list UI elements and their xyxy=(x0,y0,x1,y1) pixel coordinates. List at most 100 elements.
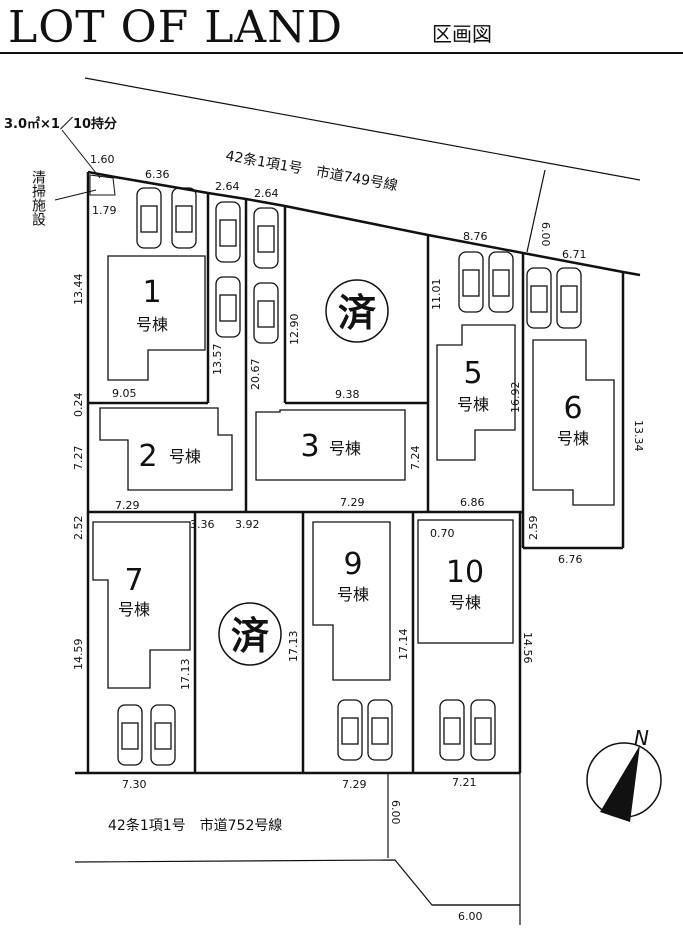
boundaries xyxy=(54,77,641,925)
car-cabin xyxy=(140,205,158,233)
car-cabin xyxy=(154,722,172,750)
road-width-north: 6.00 xyxy=(539,222,552,247)
car-icon xyxy=(439,699,465,761)
car-cabin xyxy=(371,717,389,745)
lot-number: 3 xyxy=(300,429,319,464)
dimension-label: 8.76 xyxy=(463,230,488,243)
dimension-label: 14.56 xyxy=(521,632,534,664)
houses xyxy=(92,255,615,689)
dimension-label: 13.57 xyxy=(211,344,224,376)
dimension-labels: 1.60 1.79 6.36 2.64 2.64 13.44 13.57 20.… xyxy=(72,153,645,791)
lot-labels: 1 号棟 2 号棟 3 号棟 5 号棟 6 号棟 7 号棟 9 号棟 10 号棟 xyxy=(118,275,589,619)
house-footprint-1 xyxy=(107,255,206,381)
lot-number: 7 xyxy=(124,563,143,598)
dimension-label: 9.05 xyxy=(112,387,137,400)
sold-mark: 済 xyxy=(338,291,377,335)
dimension-label: 2.59 xyxy=(527,516,540,541)
sold-mark: 済 xyxy=(231,614,270,658)
lot-number: 5 xyxy=(463,356,482,391)
cleaning-facility-label: 清掃施設 xyxy=(30,170,46,226)
car-cabin xyxy=(462,269,480,297)
car-cabin xyxy=(341,717,359,745)
lot-label: 号棟 xyxy=(136,315,168,334)
road-edge-south xyxy=(74,859,520,906)
car-cabin xyxy=(474,717,492,745)
car-cabin xyxy=(530,285,548,313)
car-cabin xyxy=(175,205,193,233)
dimension-label: 20.67 xyxy=(249,359,262,391)
house-footprint-5 xyxy=(436,324,516,461)
house-footprint-6 xyxy=(532,339,615,506)
lot-label: 号棟 xyxy=(337,585,369,604)
dimension-label: 0.70 xyxy=(430,527,455,540)
car-cabin xyxy=(560,285,578,313)
dimension-label: 7.21 xyxy=(452,776,477,789)
car-icon xyxy=(367,699,393,761)
title-underline xyxy=(0,52,683,54)
dimension-label: 2.64 xyxy=(215,180,240,193)
house-footprint-10 xyxy=(417,519,514,644)
lot-number: 9 xyxy=(343,547,362,582)
compass-label: N xyxy=(634,726,649,750)
sold-marks: 済 済 xyxy=(218,279,389,666)
dimension-label: 6.36 xyxy=(145,168,170,181)
lot-number: 1 xyxy=(142,275,161,310)
dimension-label: 7.30 xyxy=(122,778,147,791)
car-icon xyxy=(470,699,496,761)
house-footprint-3 xyxy=(255,409,406,481)
car-icon xyxy=(215,201,241,263)
dimension-label: 7.24 xyxy=(409,446,422,471)
dimension-label: 14.59 xyxy=(72,639,85,671)
shared-area-note: 3.0㎡×1／10持分 xyxy=(4,116,117,132)
dimension-label: 13.34 xyxy=(632,420,645,452)
parking-spaces xyxy=(117,187,582,766)
car-cabin xyxy=(121,722,139,750)
dimension-label: 1.79 xyxy=(92,204,117,217)
lot-label: 号棟 xyxy=(169,447,201,466)
car-icon xyxy=(488,251,514,313)
page-title: LOT OF LAND xyxy=(8,2,343,53)
car-cabin xyxy=(257,225,275,253)
dimension-label: 9.38 xyxy=(335,388,360,401)
dimension-label: 6.71 xyxy=(562,248,587,261)
lot-label: 号棟 xyxy=(449,593,481,612)
lot-label: 号棟 xyxy=(557,429,589,448)
dimension-label: 2.64 xyxy=(254,187,279,200)
road-label-south: 42条1項1号 市道752号線 xyxy=(108,817,282,834)
dimension-label: 6.86 xyxy=(460,496,485,509)
house-footprint-2 xyxy=(99,407,233,491)
lot-label: 号棟 xyxy=(457,395,489,414)
sold-circle xyxy=(325,279,389,343)
road-width-south: 6.00 xyxy=(389,800,402,825)
car-icon xyxy=(136,187,162,249)
north-arrow-icon: N xyxy=(586,726,662,822)
car-icon xyxy=(337,699,363,761)
car-icon xyxy=(253,282,279,344)
cleaning-facility-area xyxy=(89,174,116,196)
compass-needle xyxy=(600,745,640,822)
car-icon xyxy=(171,187,197,249)
car-cabin xyxy=(443,717,461,745)
car-icon xyxy=(253,207,279,269)
road-width-south-2: 6.00 xyxy=(458,910,483,923)
dimension-label: 17.13 xyxy=(287,631,300,663)
car-icon xyxy=(458,251,484,313)
lot-number: 6 xyxy=(563,391,582,426)
dimension-label: 11.01 xyxy=(430,279,443,311)
dimension-label: 7.29 xyxy=(115,499,140,512)
car-icon xyxy=(215,276,241,338)
dimension-label: 7.29 xyxy=(340,496,365,509)
dimension-label: 16.92 xyxy=(509,382,522,414)
lot-label: 号棟 xyxy=(118,600,150,619)
dimension-label: 1.60 xyxy=(90,153,115,166)
dimension-arrow xyxy=(526,169,546,253)
dimension-label: 13.44 xyxy=(72,274,85,306)
dimension-label: 17.13 xyxy=(179,659,192,691)
car-icon xyxy=(556,267,582,329)
car-cabin xyxy=(257,300,275,328)
dimension-label: 7.27 xyxy=(72,446,85,471)
car-icon xyxy=(526,267,552,329)
leader-line xyxy=(54,189,97,201)
road-edge-north xyxy=(84,77,641,181)
